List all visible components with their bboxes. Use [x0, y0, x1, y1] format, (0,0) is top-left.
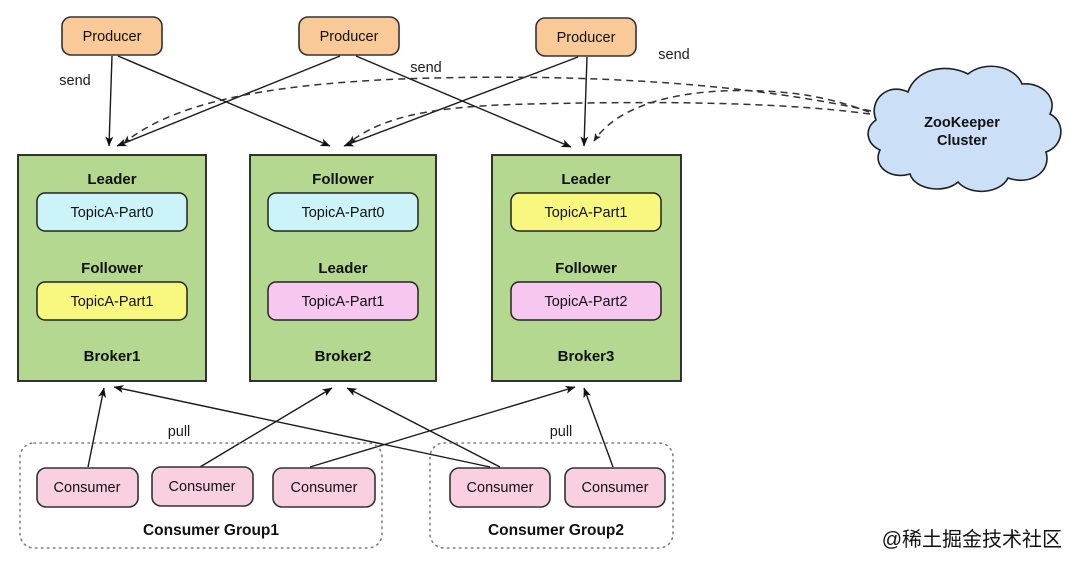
cloud-shape: [867, 65, 1062, 193]
consumer3-box: [272, 467, 376, 508]
broker3-partition1-label: TopicA-Part1: [544, 205, 627, 221]
edge-zookeeper-broker1: [123, 76, 872, 144]
broker3-partition1-box: [510, 192, 662, 232]
send-label-1: send: [59, 73, 90, 89]
edge-producer3-broker2: [343, 56, 579, 147]
producer2-node: Producer: [298, 16, 400, 56]
broker2-partition2-label: TopicA-Part1: [301, 294, 384, 310]
producer1-node: Producer: [61, 16, 163, 56]
consumer5-box: [564, 467, 666, 508]
broker1-partition2-label: TopicA-Part1: [70, 294, 153, 310]
consumer1-box: [36, 467, 139, 508]
broker3-name: Broker3: [558, 348, 615, 365]
broker3-partition2-label: TopicA-Part2: [544, 294, 627, 310]
consumer2-label: Consumer: [169, 479, 236, 495]
zookeeper-label-line1: ZooKeeper: [924, 115, 1000, 131]
broker3-partition2-box: [510, 281, 662, 321]
consumer4-box: [449, 467, 551, 508]
edge-consumer4-broker1: [113, 385, 491, 468]
edge-producer2-broker1: [116, 55, 341, 147]
send-label-3: send: [658, 47, 689, 63]
watermark-text: @稀土掘金技术社区: [882, 528, 1062, 551]
edge-producer1-broker1: [105, 55, 114, 147]
pull-label-1: pull: [168, 424, 191, 440]
producer3-node: Producer: [535, 17, 637, 57]
broker2-partition2-box: [267, 281, 419, 321]
broker1-node: Leader TopicA-Part0 Follower TopicA-Part…: [17, 154, 207, 382]
producer3-box: [535, 17, 637, 57]
producer1-label: Producer: [83, 29, 142, 45]
edge-consumer5-broker3: [583, 387, 614, 468]
consumer-group2-name: Consumer Group2: [488, 522, 624, 539]
edge-producer2-broker3: [355, 55, 572, 148]
consumer-group2: Consumer Consumer Consumer Group2: [429, 442, 674, 549]
broker1-partition1-label: TopicA-Part0: [70, 205, 153, 221]
consumer3-label: Consumer: [291, 480, 358, 496]
consumer4-label: Consumer: [467, 480, 534, 496]
edge-consumer1-broker1: [87, 387, 107, 468]
broker2-partition1-label: TopicA-Part0: [301, 205, 384, 221]
consumer-group2-border: [429, 442, 674, 549]
broker1-role2-label: Follower: [81, 260, 143, 277]
broker2-role1-label: Follower: [312, 171, 374, 188]
edge-zookeeper-broker3: [593, 89, 870, 142]
send-label-2: send: [410, 60, 441, 76]
broker3-role2-label: Follower: [555, 260, 617, 277]
consumer1-label: Consumer: [54, 480, 121, 496]
broker1-partition1-box: [36, 192, 188, 232]
consumer-group1: Consumer Consumer Consumer Consumer Grou…: [19, 442, 383, 549]
edge-consumer4-broker2: [346, 387, 501, 468]
edge-consumer2-broker2: [199, 387, 333, 468]
broker2-name: Broker2: [315, 348, 372, 365]
zookeeper-cluster-node: ZooKeeper Cluster: [867, 65, 1062, 193]
edge-zookeeper-broker2: [348, 101, 871, 144]
zookeeper-label-line2: Cluster: [937, 133, 987, 149]
broker3-node: Leader TopicA-Part1 Follower TopicA-Part…: [491, 154, 682, 382]
consumer5-label: Consumer: [582, 480, 649, 496]
consumer-group1-name: Consumer Group1: [143, 522, 279, 539]
edge-consumer3-broker3: [309, 385, 576, 468]
edge-producer1-broker2: [117, 55, 331, 147]
producer3-label: Producer: [557, 30, 616, 46]
producer1-box: [61, 16, 163, 56]
broker1-partition2-box: [36, 281, 188, 321]
edge-producer3-broker3: [580, 56, 589, 147]
producer2-label: Producer: [320, 29, 379, 45]
broker1-name: Broker1: [84, 348, 141, 365]
broker2-node: Follower TopicA-Part0 Leader TopicA-Part…: [249, 154, 437, 382]
broker2-role2-label: Leader: [318, 260, 367, 277]
broker2-partition1-box: [267, 192, 419, 232]
consumer2-box: [151, 466, 254, 507]
pull-label-2: pull: [550, 424, 573, 440]
producer2-box: [298, 16, 400, 56]
broker1-role1-label: Leader: [87, 171, 136, 188]
broker3-role1-label: Leader: [561, 171, 610, 188]
